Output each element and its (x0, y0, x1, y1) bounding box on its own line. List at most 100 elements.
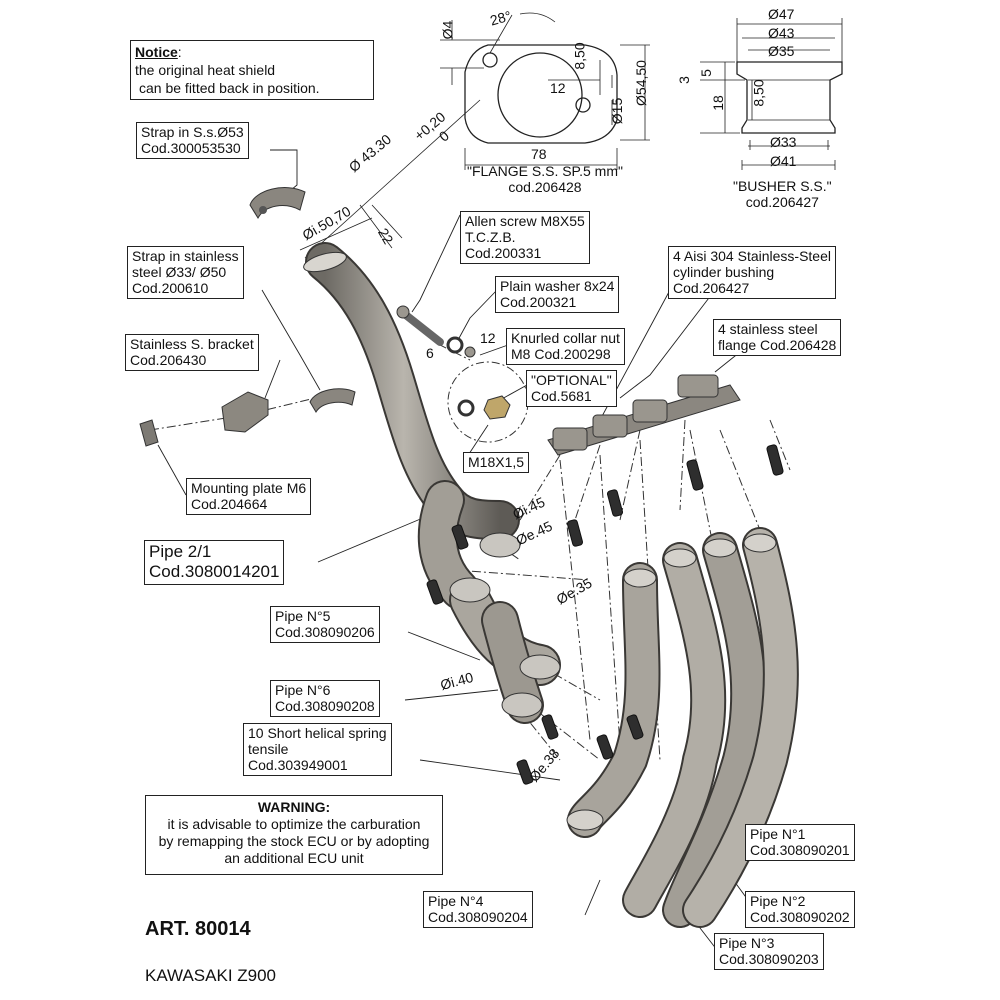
allen-screw (396, 305, 444, 346)
label-strap-53: Strap in S.s.Ø53 Cod.300053530 (136, 122, 249, 159)
dim-h850: 8,50 (750, 79, 767, 107)
dim-h18: 18 (709, 95, 726, 111)
stainless-bracket (221, 391, 269, 433)
strap-33-50 (309, 388, 356, 413)
label-optional-name: "OPTIONAL" (531, 372, 612, 388)
plain-washer (446, 336, 464, 354)
label-pipe3-name: Pipe N°3 (719, 935, 775, 951)
warning-line-2: by remapping the stock ECU or by adoptin… (158, 833, 430, 849)
dim-12: 12 (550, 80, 566, 96)
busher-caption-title: "BUSHER S.S." (733, 178, 832, 194)
busher-caption: "BUSHER S.S." cod.206427 (733, 178, 832, 210)
notice-line-1: the original heat shield (135, 62, 276, 78)
flange-caption-title: "FLANGE S.S. SP.5 mm" (467, 163, 623, 179)
knurled-nut (464, 346, 476, 358)
label-springs: 10 Short helical spring tensile Cod.3039… (243, 723, 392, 776)
label-pipe5-name: Pipe N°5 (275, 608, 331, 624)
label-strap-33-code: Cod.200610 (132, 280, 209, 296)
label-pipe6-code: Cod.308090208 (275, 698, 375, 714)
label-strap-33: Strap in stainless steel Ø33/ Ø50 Cod.20… (127, 246, 244, 299)
dim-d5450: Ø54,50 (632, 60, 649, 106)
flange-drawing (440, 12, 650, 170)
label-flange-4: 4 stainless steel flange Cod.206428 (713, 319, 842, 356)
label-strap-33-name: Strap in stainless (132, 248, 239, 264)
optional-plug (483, 395, 511, 420)
cylinder-flange-assembly (547, 374, 741, 456)
label-spring-name: 10 Short helical spring (248, 725, 387, 741)
warning-box: WARNING: it is advisable to optimize the… (145, 795, 443, 875)
label-pipe-3: Pipe N°3 Cod.308090203 (714, 933, 824, 970)
label-cylinder-bushing: 4 Aisi 304 Stainless-Steel cylinder bush… (668, 246, 836, 299)
label-bracket-name: Stainless S. bracket (130, 336, 254, 352)
label-allen-screw: Allen screw M8X55 T.C.Z.B. Cod.200331 (460, 211, 590, 264)
label-m18: M18X1,5 (463, 452, 530, 473)
dim-d47: Ø47 (768, 6, 795, 22)
notice-box: Notice: the original heat shield can be … (130, 40, 374, 100)
optional-washer (457, 399, 475, 417)
label-pipe4-code: Cod.308090204 (428, 909, 528, 925)
notice-heading: Notice (135, 44, 178, 60)
label-allen-name: Allen screw M8X55 (465, 213, 585, 229)
label-allen-spec: T.C.Z.B. (465, 229, 516, 245)
label-pipe1-name: Pipe N°1 (750, 826, 806, 842)
dim-d33: Ø33 (770, 134, 797, 150)
label-strap-53-code: Cod.300053530 (141, 140, 241, 156)
pipe-4-outlet (566, 809, 604, 831)
label-optional: "OPTIONAL" Cod.5681 (526, 370, 617, 407)
flange-caption-code: cod.206428 (508, 179, 582, 195)
label-mounting-plate: Mounting plate M6 Cod.204664 (186, 478, 312, 515)
model-name: KAWASAKI Z900 (145, 966, 277, 985)
dim-d43: Ø43 (768, 25, 795, 41)
label-pipe-6: Pipe N°6 Cod.308090208 (270, 680, 380, 717)
pipe-5-outlet (519, 654, 561, 680)
label-pipe-2: Pipe N°2 Cod.308090202 (745, 891, 855, 928)
label-pipe-4: Pipe N°4 Cod.308090204 (423, 891, 533, 928)
pipe-4-inlet (623, 568, 657, 588)
notice-line-2: can be fitted back in position. (139, 80, 320, 96)
flange-caption: "FLANGE S.S. SP.5 mm" cod.206428 (467, 163, 623, 195)
label-pipe1-code: Cod.308090201 (750, 842, 850, 858)
label-washer-code: Cod.200321 (500, 294, 577, 310)
label-bracket-code: Cod.206430 (130, 352, 207, 368)
label-pipe6-name: Pipe N°6 (275, 682, 331, 698)
dim-d35: Ø35 (768, 43, 795, 59)
label-pipe4-name: Pipe N°4 (428, 893, 484, 909)
label-bushing-type: cylinder bushing (673, 264, 775, 280)
pipe-1-inlet (743, 533, 777, 553)
dim-d41: Ø41 (770, 153, 797, 169)
pipe-2-1-inlet (303, 251, 347, 273)
label-flange4-name: 4 stainless steel (718, 321, 818, 337)
label-allen-code: Cod.200331 (465, 245, 542, 261)
label-pipe21-code: Cod.3080014201 (149, 562, 280, 581)
dim-d4: Ø4 (439, 20, 456, 40)
label-pipe2-code: Cod.308090202 (750, 909, 850, 925)
strap-53 (249, 187, 306, 220)
mounting-plate (139, 419, 159, 447)
label-bushing-code: Cod.206427 (673, 280, 750, 296)
label-pipe2-name: Pipe N°2 (750, 893, 806, 909)
label-pipe5-code: Cod.308090206 (275, 624, 375, 640)
warning-heading: WARNING: (257, 799, 331, 815)
dim-12b: 12 (480, 330, 496, 346)
label-optional-code: Cod.5681 (531, 388, 592, 404)
dim-78: 78 (531, 146, 547, 162)
label-pipe3-code: Cod.308090203 (719, 951, 819, 967)
label-spring-type: tensile (248, 741, 289, 757)
pipe-5-6 (449, 579, 561, 724)
warning-line-1: it is advisable to optimize the carburat… (167, 816, 421, 832)
label-washer-name: Plain washer 8x24 (500, 278, 615, 294)
pipe-2-1-outlet (449, 577, 491, 603)
label-plate-name: Mounting plate M6 (191, 480, 307, 496)
dim-d15: Ø15 (609, 97, 626, 125)
pipe-3-inlet (663, 548, 697, 568)
pipe-2-inlet (703, 538, 737, 558)
warning-line-3: an additional ECU unit (224, 850, 364, 866)
pipe-2-1-outlet-b (479, 532, 521, 558)
label-m18-text: M18X1,5 (468, 454, 525, 470)
label-plate-code: Cod.204664 (191, 496, 268, 512)
label-spring-code: Cod.303949001 (248, 757, 348, 773)
header-pipes (567, 527, 799, 928)
label-pipe-5: Pipe N°5 Cod.308090206 (270, 606, 380, 643)
